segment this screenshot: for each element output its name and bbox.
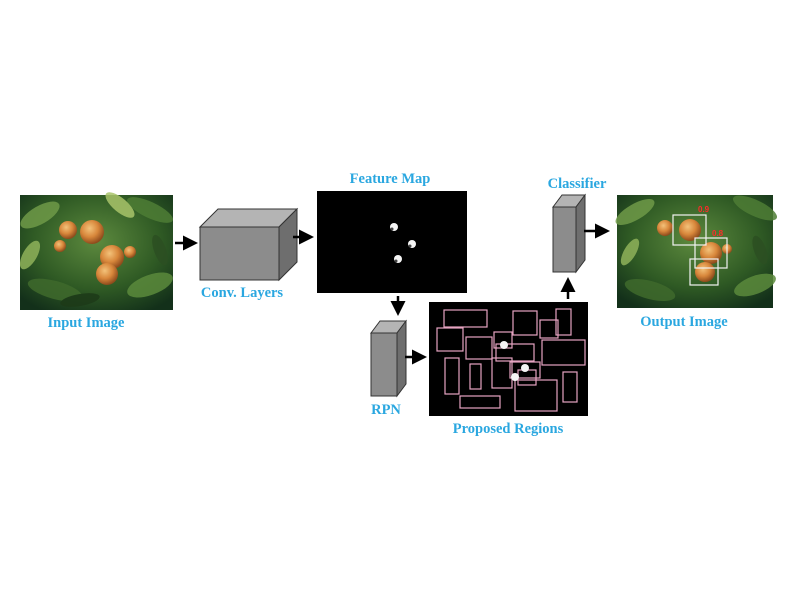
detection-boxes xyxy=(672,214,728,286)
proposed-regions-label: Proposed Regions xyxy=(453,421,564,437)
output-image-foliage xyxy=(615,195,778,301)
rpn-side-face xyxy=(396,319,407,398)
output-image: 0.9 0.8 xyxy=(615,195,778,308)
detection-box-2 xyxy=(694,237,728,269)
proposed-regions xyxy=(429,302,588,416)
rpn-block xyxy=(370,319,407,398)
conv-layers-label: Conv. Layers xyxy=(201,285,284,301)
classifier-label: Classifier xyxy=(548,176,607,192)
input-image-foliage xyxy=(19,192,173,307)
conv-layers-block xyxy=(198,207,299,282)
proposal-activations xyxy=(500,341,529,381)
classifier-front-face xyxy=(552,206,577,273)
conv-layers-front-face xyxy=(199,226,280,281)
detection-box-1 xyxy=(672,214,707,246)
detection-box-3 xyxy=(689,258,719,286)
input-image-peaches xyxy=(54,220,136,285)
rpn-label: RPN xyxy=(371,402,401,418)
detection-score-2: 0.8 xyxy=(712,229,724,238)
classifier-block xyxy=(552,193,586,274)
feature-map xyxy=(317,191,467,293)
classifier-side-face xyxy=(575,193,586,274)
input-image-label: Input Image xyxy=(48,315,126,331)
detection-score-1: 0.9 xyxy=(698,205,710,214)
proposal-boxes xyxy=(436,308,586,412)
feature-map-activations xyxy=(390,223,416,263)
rpn-front-face xyxy=(370,332,398,397)
input-image xyxy=(19,192,173,310)
output-image-label: Output Image xyxy=(640,314,728,330)
feature-map-label: Feature Map xyxy=(350,171,431,187)
